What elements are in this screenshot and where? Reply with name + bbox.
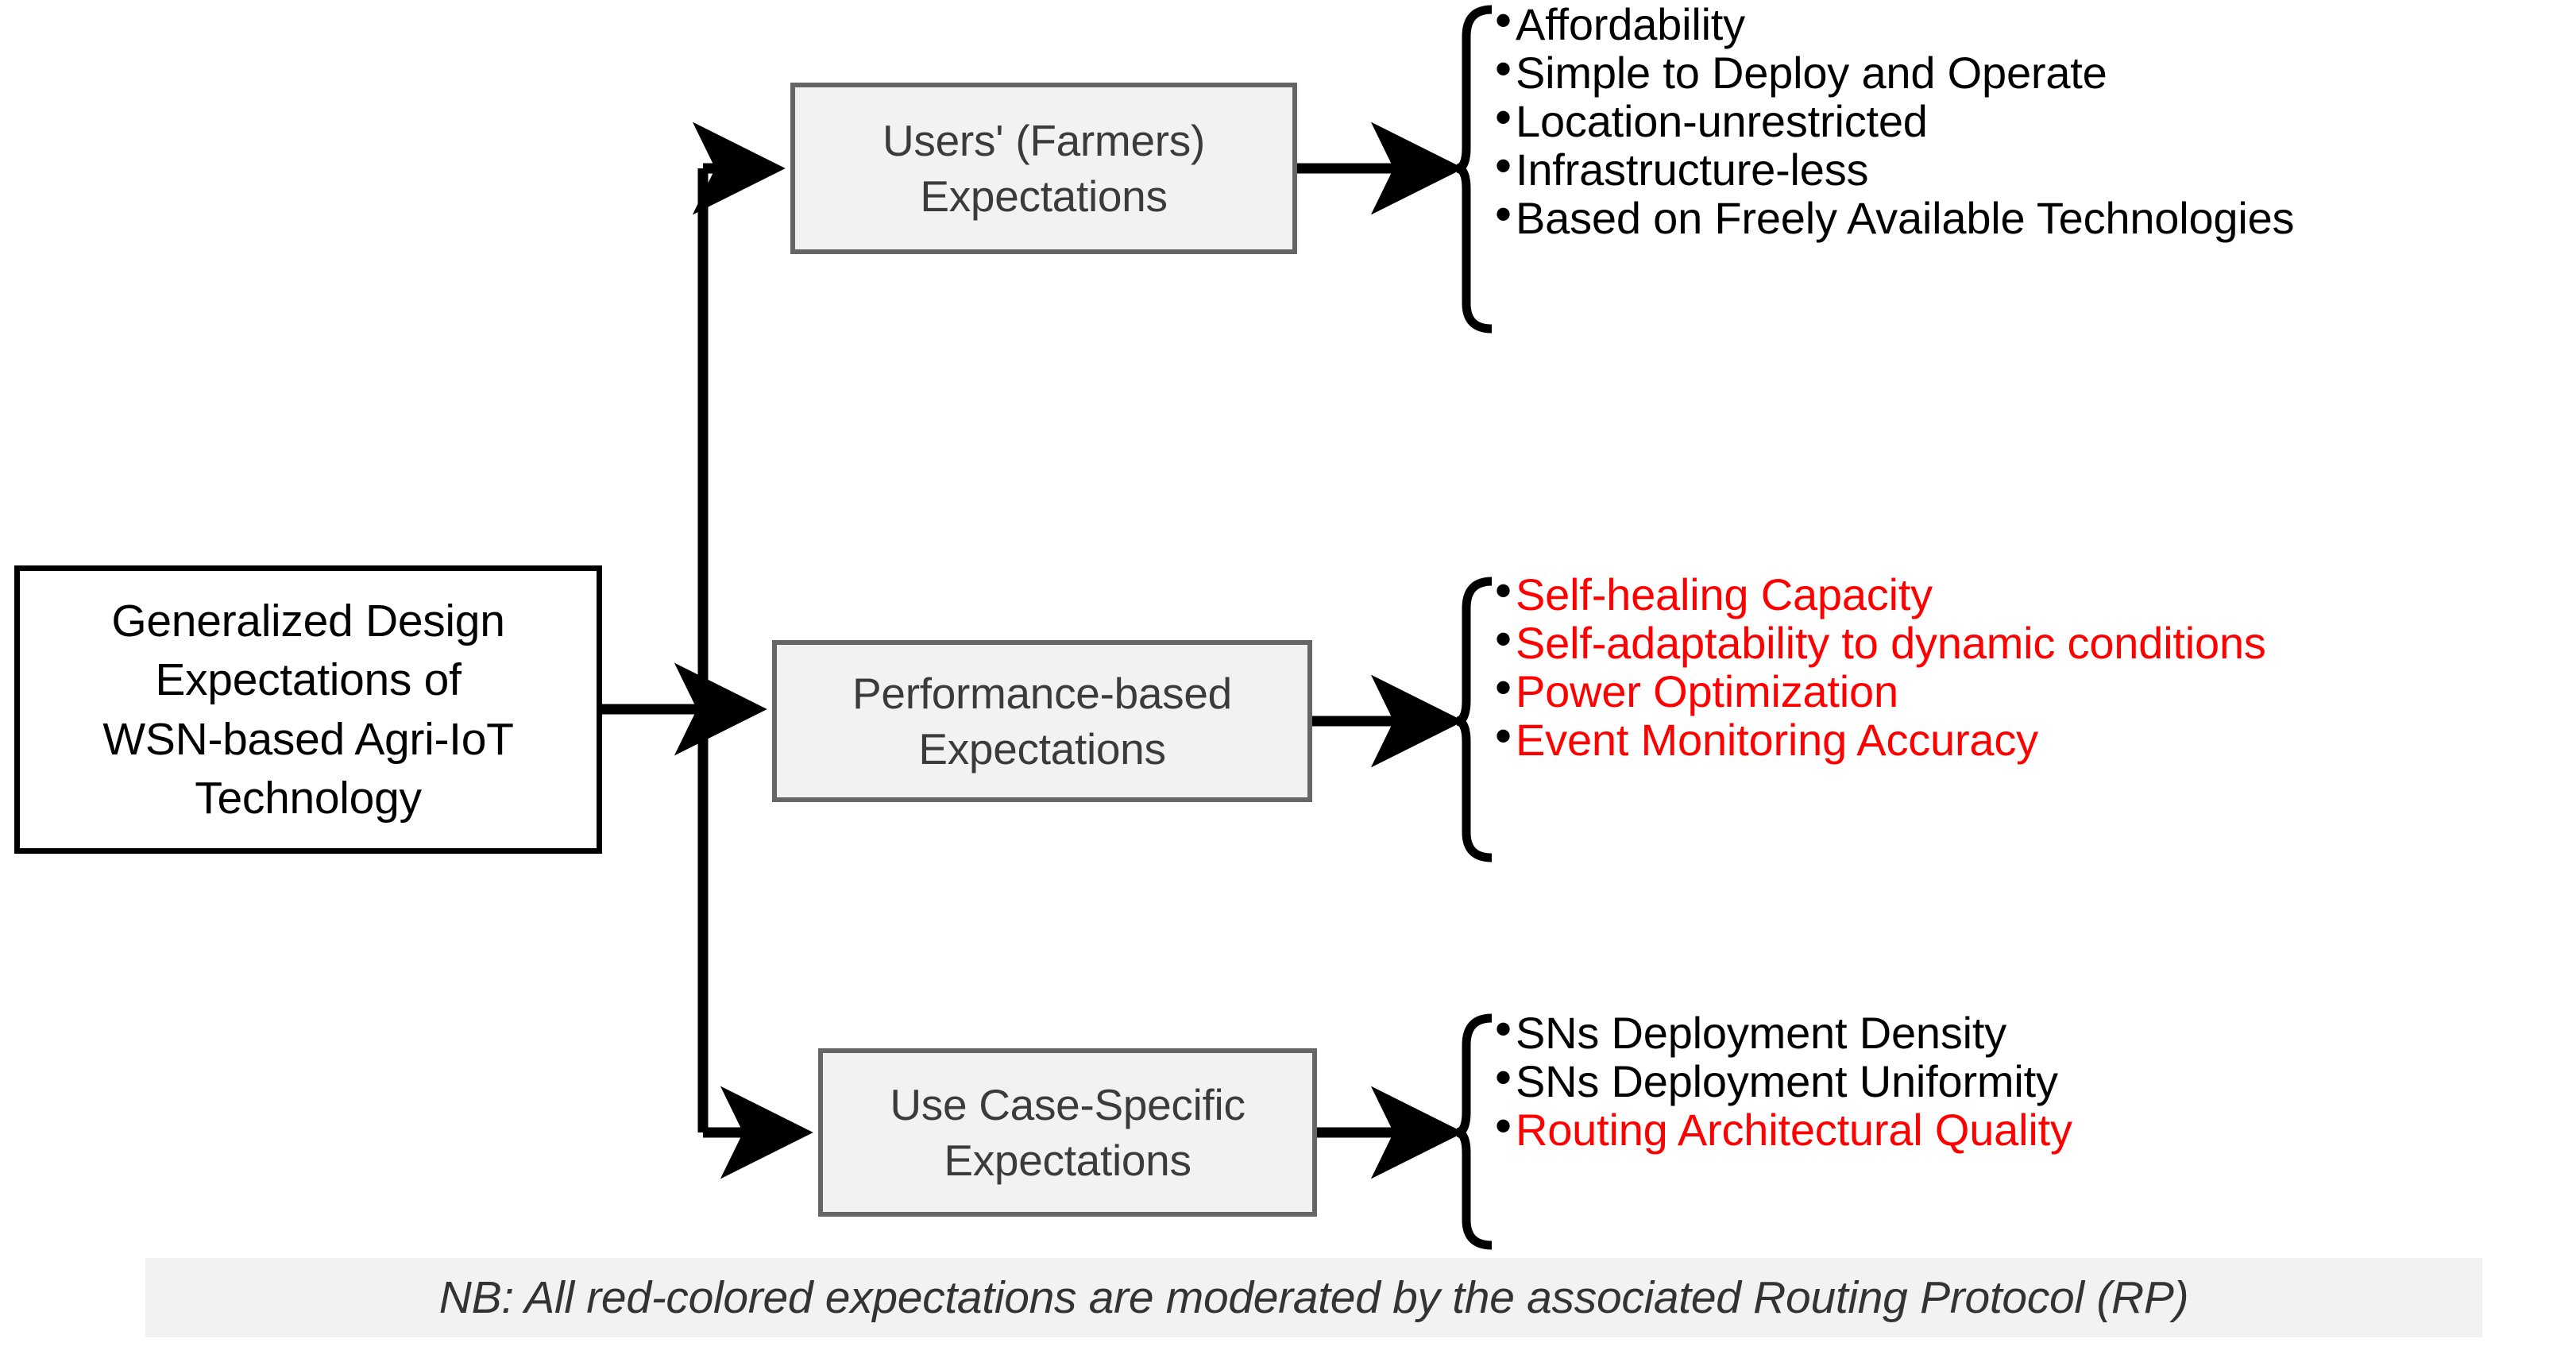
bullet-icon: • (1495, 612, 1512, 666)
list-item: •Self-adaptability to dynamic conditions (1495, 615, 2266, 668)
branch-node-usecase-label: Use Case-Specific Expectations (890, 1079, 1246, 1185)
list-item: •Power Optimization (1495, 661, 2266, 716)
bullet-icon: • (1495, 1099, 1512, 1152)
bullet-icon: • (1495, 564, 1512, 617)
bullet-icon: • (1495, 187, 1512, 241)
bullet-icon: • (1495, 709, 1512, 762)
list-item: •Affordability (1495, 0, 2294, 48)
list-item-label: Routing Architectural Quality (1516, 1105, 2072, 1155)
list-item-label: Location-unrestricted (1516, 96, 1928, 146)
list-item: •Self-healing Capacity (1495, 564, 2266, 619)
branch-node-users[interactable]: Users' (Farmers) Expectations (790, 83, 1297, 254)
brace-performance (1456, 577, 1493, 862)
list-item: •SNs Deployment Density (1495, 1005, 2072, 1058)
bullet-icon: • (1495, 42, 1512, 95)
list-item-label: Affordability (1516, 0, 1745, 49)
list-item: •Event Monitoring Accuracy (1495, 712, 2266, 765)
list-item-label: Power Optimization (1516, 666, 1898, 716)
list-item: •Infrastructure-less (1495, 139, 2294, 195)
list-item-label: Event Monitoring Accuracy (1516, 715, 2038, 765)
list-item-label: Infrastructure-less (1516, 145, 1869, 195)
list-item: •Simple to Deploy and Operate (1495, 42, 2294, 98)
branch-node-users-label: Users' (Farmers) Expectations (882, 115, 1205, 221)
list-item-label: Self-healing Capacity (1516, 569, 1933, 619)
footnote-text: NB: All red-colored expectations are mod… (438, 1272, 2189, 1323)
bullet-icon: • (1495, 139, 1512, 192)
bullet-icon: • (1495, 1002, 1512, 1055)
bullet-icon: • (1495, 1051, 1512, 1104)
list-item-label: Self-adaptability to dynamic conditions (1516, 618, 2266, 668)
root-node[interactable]: Generalized Design Expectations of WSN-b… (14, 565, 602, 854)
footnote-band: NB: All red-colored expectations are mod… (145, 1258, 2482, 1337)
list-item-label: SNs Deployment Density (1516, 1008, 2007, 1058)
expectation-list-performance: •Self-healing Capacity•Self-adaptability… (1495, 564, 2266, 765)
root-node-label: Generalized Design Expectations of WSN-b… (102, 596, 514, 824)
list-item-label: SNs Deployment Uniformity (1516, 1056, 2058, 1106)
bullet-icon: • (1495, 91, 1512, 144)
bullet-icon: • (1495, 661, 1512, 714)
brace-usecase (1456, 1013, 1493, 1250)
list-item-label: Simple to Deploy and Operate (1516, 48, 2107, 98)
list-item: •SNs Deployment Uniformity (1495, 1051, 2072, 1106)
brace-users (1456, 5, 1493, 334)
expectation-list-users: •Affordability•Simple to Deploy and Oper… (1495, 0, 2295, 243)
list-item: •Routing Architectural Quality (1495, 1099, 2072, 1155)
branch-node-usecase[interactable]: Use Case-Specific Expectations (818, 1048, 1317, 1217)
bullet-icon: • (1495, 0, 1512, 47)
list-item: •Based on Freely Available Technologies (1495, 187, 2295, 243)
expectation-list-usecase: •SNs Deployment Density•SNs Deployment U… (1495, 1005, 2072, 1155)
branch-node-performance-label: Performance-based Expectations (852, 668, 1232, 774)
list-item-label: Based on Freely Available Technologies (1516, 193, 2295, 243)
branch-node-performance[interactable]: Performance-based Expectations (772, 640, 1312, 802)
list-item: •Location-unrestricted (1495, 91, 2294, 146)
trunk-connector (602, 168, 709, 1132)
